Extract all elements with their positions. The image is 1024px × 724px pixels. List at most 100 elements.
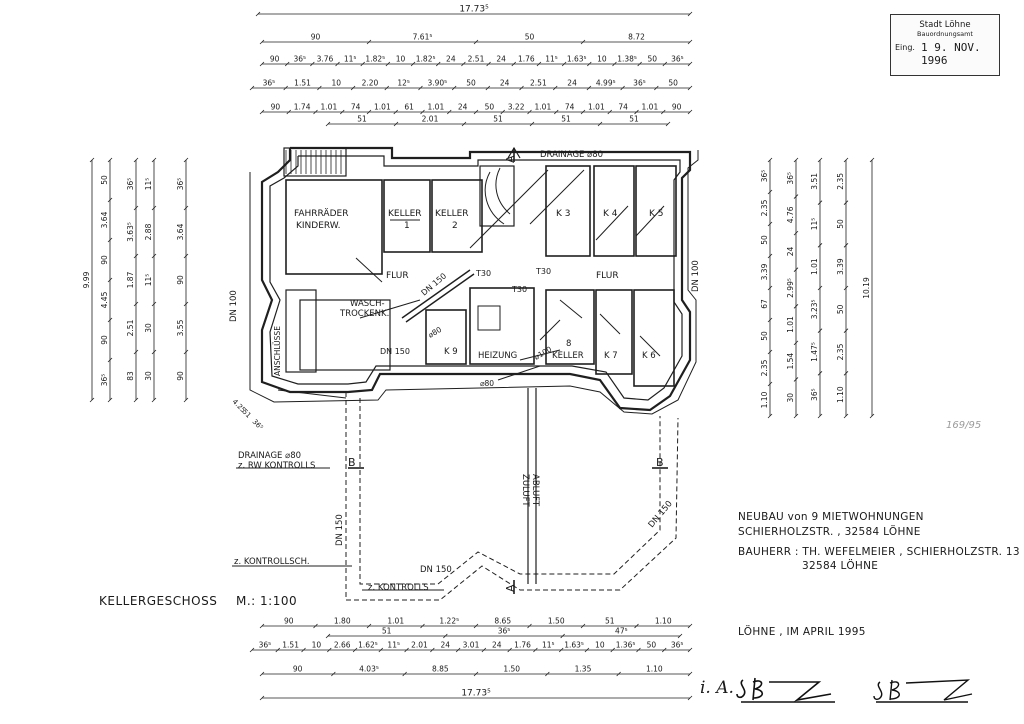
project-line-1: NEUBAU von 9 MIETWOHNUNGEN: [738, 511, 924, 523]
dim-left-3-tick: [151, 157, 157, 163]
annotation-dn150_v: DN 150: [335, 514, 345, 546]
dim-right-1-tick: [793, 413, 799, 419]
dim-top-3-tick: [451, 85, 457, 91]
dim-right-2-tick: [817, 371, 823, 376]
dim-top-4-value: 1.01: [374, 103, 391, 112]
wall-rect: [635, 165, 677, 257]
dim-top-2-value: 1.38⁵: [617, 55, 637, 64]
dim-top-3-tick: [350, 85, 356, 91]
dim-top-4-tick: [339, 109, 345, 115]
dim-top-2-tick: [662, 61, 668, 67]
dim-top-4-tick: [634, 109, 639, 115]
dim-top-4-value: 74: [351, 103, 361, 112]
dim-bottom-0-tick: [313, 623, 318, 629]
dim-bottom-2-value: 24: [440, 641, 450, 650]
dim-right-4-tick: [869, 157, 875, 163]
dim-top-2-tick: [385, 61, 391, 67]
room-label-heizung: HEIZUNG: [478, 351, 517, 361]
dim-right-0-tick: [767, 413, 773, 419]
dim-top-3-tick: [317, 85, 322, 91]
dim-right-2-tick: [817, 157, 823, 163]
dim-bottom-2-value: 2.01: [411, 641, 428, 650]
dim-bottom-3-tick: [259, 671, 265, 677]
wall-rect: [633, 289, 675, 387]
dim-top-5-tick: [461, 121, 467, 127]
wall-rect: [425, 309, 467, 365]
dim-bottom-0-tick: [473, 623, 479, 629]
wall-rect: [283, 147, 347, 177]
dim-top-5-tick: [529, 121, 535, 127]
dim-right-0-value: 1.10: [760, 391, 769, 408]
dim-left-3-value: 11⁵: [144, 274, 153, 287]
plan-line: [355, 257, 383, 283]
dim-right-2-tick: [817, 413, 823, 419]
annotation-kontroll_sch: z. KONTROLLSCH.: [234, 557, 310, 567]
wall-rect: [545, 165, 591, 257]
dim-left-2-tick: [133, 397, 139, 403]
dim-bottom-2-tick: [507, 647, 512, 653]
plan-line: [469, 169, 549, 249]
dim-bottom-2-tick: [430, 647, 435, 653]
dim-top-4-tick: [607, 109, 613, 115]
dim-bottom-3-value: 8.85: [432, 665, 449, 674]
dim-bottom-2-tick: [301, 647, 306, 653]
dim-top-3-value: 2.20: [362, 79, 379, 88]
dim-right-0-value: 50: [760, 235, 769, 245]
annotation-abluft: ABLUFT: [530, 474, 540, 507]
dim-right-3-tick: [843, 328, 849, 333]
dim-top-4-value: 1.01: [535, 103, 552, 112]
dim-bottom-4-tick: [687, 695, 693, 701]
dim-top-4-tick: [420, 109, 425, 115]
dim-left-4-tick: [183, 301, 189, 307]
dim-top-2-tick: [637, 61, 642, 67]
dim-bottom-2-tick: [404, 647, 409, 653]
dim-top-4-value: 90: [271, 103, 281, 112]
dim-top-5-tick: [325, 121, 331, 127]
room-label-kinderw: KINDERW.: [296, 221, 341, 231]
dim-bottom-3-tick: [687, 671, 693, 677]
wall-outline: [249, 150, 699, 415]
dim-left-2-value: 2.51: [126, 319, 135, 336]
dim-left-4-tick: [183, 397, 189, 403]
wall-rect: [479, 165, 515, 227]
dim-top-5-value: 51: [357, 115, 367, 124]
dim-right-0-tick: [767, 157, 773, 163]
dim-top-4-tick: [313, 109, 318, 115]
dim-top-2-value: 36⁵: [671, 55, 684, 64]
dim-bottom-0-tick: [634, 623, 639, 629]
dim-left-3-tick: [151, 205, 157, 211]
plan-line: [405, 273, 475, 323]
dim-left-3-value: 2.88: [144, 223, 153, 240]
wall-outline: [345, 392, 679, 601]
dim-right-2-value: 11⁵: [810, 218, 819, 231]
annotation-sec_b_left: B: [348, 456, 356, 469]
approval-stamp: Stadt Löhne Bauordnungsamt Eing. 1 9. NO…: [890, 14, 1000, 76]
room-label-t30c: T30: [511, 285, 527, 294]
dim-top-2-value: 1.82⁵: [416, 55, 436, 64]
dim-left-3-value: 30: [144, 323, 153, 333]
room-label-k9: K 9: [444, 347, 458, 357]
dim-left-1-value: 3.64: [100, 211, 109, 228]
dim-top-4-value: 50: [485, 103, 495, 112]
dim-right-1-tick: [793, 340, 799, 346]
dim-left-1-value: 36⁵: [100, 374, 109, 387]
dim-right-0-value: 67: [760, 299, 769, 309]
dim-top-2-value: 11⁵: [344, 55, 357, 64]
dim-top-4-tick: [259, 109, 265, 115]
dim-bottom-2-value: 1.36⁵: [616, 641, 636, 650]
dim-bottom-2-tick: [481, 647, 487, 653]
dim-left-2-tick: [133, 301, 139, 307]
stamp-eing: Eing.: [895, 43, 915, 52]
dim-top-5-value: 2.01: [422, 115, 439, 124]
dim-bottom-2-tick: [610, 647, 615, 653]
dim-top-1-tick: [366, 39, 372, 45]
annotation-phi80_a: ⌀80: [427, 325, 444, 340]
dim-top-3-value: 36⁵: [263, 79, 276, 88]
dim-bottom-0-tick: [687, 623, 693, 629]
dim-left-0-value: 9.99: [82, 271, 91, 288]
dim-bottom-0-value: 1.10: [655, 617, 672, 626]
dim-top-1-tick: [687, 39, 693, 45]
dim-right-1-tick: [793, 230, 799, 236]
dim-right-1-value: 2.99⁵: [786, 278, 795, 298]
dim-bottom-0-value: 1.22⁵: [439, 617, 459, 626]
